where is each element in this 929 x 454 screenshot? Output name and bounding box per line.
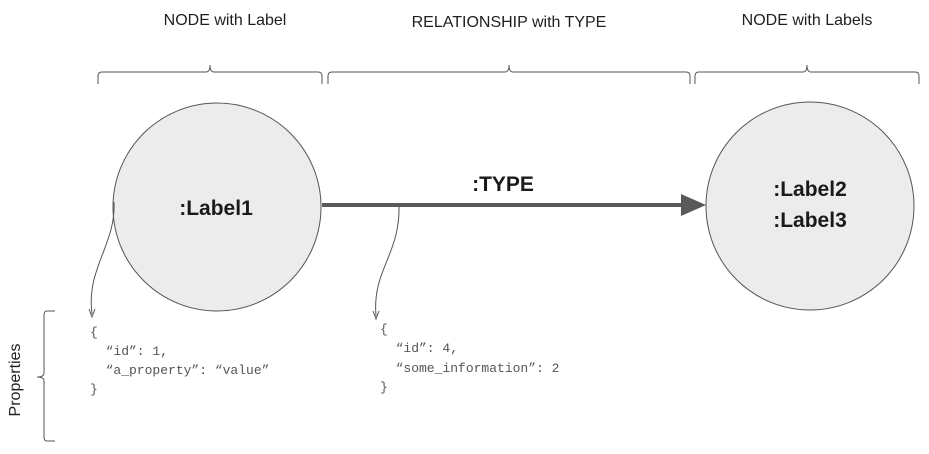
relationship-properties-line: “id”: 4, — [380, 341, 458, 356]
node-left — [112, 102, 322, 312]
node-properties-line: { — [90, 325, 98, 340]
relationship-bracket — [327, 64, 691, 84]
properties-side-label: Properties — [7, 344, 24, 417]
node-right-header: NODE with Labels — [742, 12, 873, 29]
relationship-header: RELATIONSHIP with TYPE — [412, 14, 607, 31]
node-left-label: :Label1 — [179, 197, 253, 220]
relationship-properties-leader — [375, 205, 400, 317]
node-right-label-2: :Label3 — [773, 209, 847, 232]
node-properties-line: “a_property”: “value” — [90, 363, 269, 378]
relationship-properties-line: } — [380, 380, 388, 395]
node-properties-line: “id”: 1, — [90, 344, 168, 359]
node-properties-leader — [90, 201, 115, 315]
node-left-header: NODE with Label — [164, 12, 287, 29]
relationship-properties-line: { — [380, 322, 388, 337]
properties-bracket — [36, 310, 55, 442]
node-right-label-1: :Label2 — [773, 178, 847, 201]
node-properties-line: } — [90, 382, 98, 397]
node-right — [705, 101, 915, 311]
relationship-arrowhead — [681, 194, 706, 216]
relationship-type-label: :TYPE — [472, 173, 534, 196]
node-left-bracket — [97, 64, 323, 84]
node-properties-leader-arrowhead — [88, 308, 96, 319]
relationship-properties-line: “some_information”: 2 — [380, 361, 559, 376]
relationship-properties-leader-arrowhead — [372, 310, 380, 321]
node-right-bracket — [694, 64, 920, 84]
